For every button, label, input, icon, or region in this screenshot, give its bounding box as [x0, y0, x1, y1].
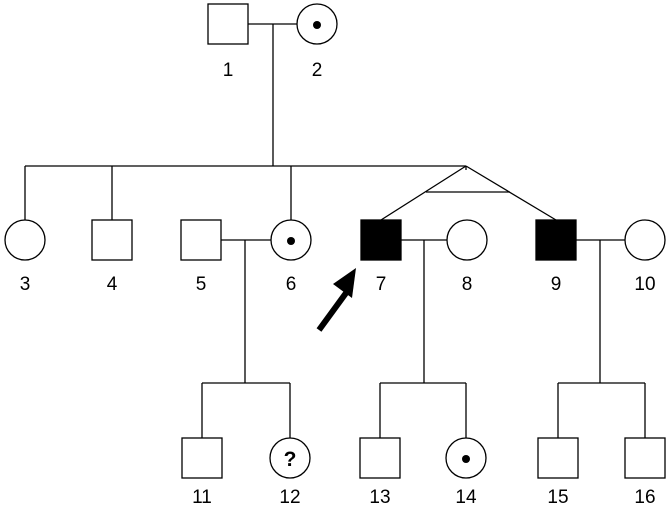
- individual-label: 1: [223, 60, 234, 81]
- carrier-dot-icon: [462, 455, 470, 463]
- individual-label: 12: [279, 487, 300, 508]
- pedigree-lines: [24, 23, 646, 438]
- individual-14: 14: [445, 437, 487, 508]
- individual-1: 1: [207, 3, 249, 81]
- individual-label: 9: [551, 274, 562, 295]
- male-affected-symbol: [360, 219, 402, 261]
- individual-label: 8: [462, 274, 473, 295]
- male-symbol: [180, 219, 222, 261]
- proband-arrow-icon: [316, 268, 356, 332]
- male-symbol: [359, 437, 401, 479]
- male-symbol: [181, 437, 223, 479]
- individual-label: 6: [286, 274, 297, 295]
- individual-16: 16: [624, 437, 666, 508]
- carrier-dot-icon: [287, 237, 295, 245]
- individual-label: 10: [634, 274, 655, 295]
- individual-label: 5: [196, 274, 207, 295]
- twin-branch-9: [465, 165, 557, 221]
- individual-8: 8: [446, 219, 488, 295]
- individual-label: 4: [107, 274, 118, 295]
- male-affected-symbol: [535, 219, 577, 261]
- individual-9: 9: [535, 219, 577, 295]
- individual-label: 13: [369, 487, 390, 508]
- female-symbol: [4, 219, 46, 261]
- male-symbol: [537, 437, 579, 479]
- male-symbol: [624, 437, 666, 479]
- individual-4: 4: [91, 219, 133, 295]
- individual-5: 5: [180, 219, 222, 295]
- individual-label: 3: [20, 274, 31, 295]
- individual-label: 7: [376, 274, 387, 295]
- carrier-dot-icon: [313, 21, 321, 29]
- individual-label: 14: [455, 487, 477, 508]
- individual-12: ? 12: [269, 437, 311, 508]
- individual-13: 13: [359, 437, 401, 508]
- individual-3: 3: [4, 219, 46, 295]
- individual-15: 15: [537, 437, 579, 508]
- female-symbol: [269, 437, 311, 479]
- individual-label: 11: [192, 487, 212, 508]
- twin-branch-7: [380, 165, 467, 221]
- individual-label: 16: [634, 487, 655, 508]
- question-mark-icon: ?: [284, 448, 297, 471]
- female-symbol: [446, 219, 488, 261]
- individual-label: 15: [547, 487, 568, 508]
- individual-7: 7: [360, 219, 402, 295]
- male-symbol: [207, 3, 249, 45]
- individual-label: 2: [312, 60, 323, 81]
- individual-6: 6: [270, 219, 312, 295]
- male-symbol: [91, 219, 133, 261]
- individual-10: 10: [624, 219, 666, 295]
- individual-2: 2: [296, 3, 338, 81]
- individual-11: 11: [181, 437, 223, 508]
- female-symbol: [624, 219, 666, 261]
